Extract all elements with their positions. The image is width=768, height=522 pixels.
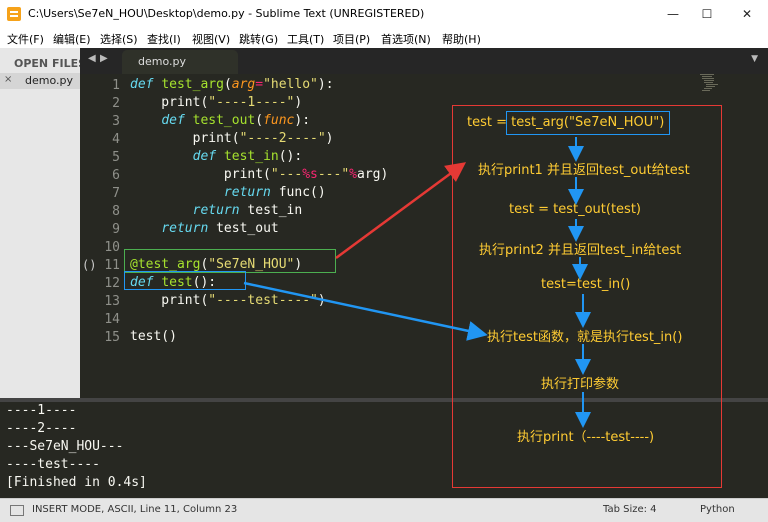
code-line-6: print("---%s---"%arg): [130, 167, 389, 182]
tab-bar: ◀ ▶ demo.py ▼: [80, 48, 768, 74]
maximize-button[interactable]: ☐: [701, 7, 713, 21]
output-line: ----2----: [6, 421, 77, 436]
window-title: C:\Users\Se7eN_HOU\Desktop\demo.py - Sub…: [28, 7, 425, 20]
code-line-4: print("----2----"): [130, 131, 334, 146]
tab-dropdown-icon[interactable]: ▼: [751, 54, 758, 64]
code-line-13: print("----test----"): [130, 293, 326, 308]
fold-marker-icon[interactable]: (): [82, 258, 97, 272]
menu-help[interactable]: 帮助(H): [442, 33, 481, 46]
tab-prev-icon[interactable]: ◀: [88, 53, 96, 64]
code-line-12: def test():: [130, 275, 217, 290]
code-line-11: @test_arg("Se7eN_HOU"): [130, 257, 303, 272]
title-bar: C:\Users\Se7eN_HOU\Desktop\demo.py - Sub…: [0, 0, 768, 29]
code-line-15: test(): [130, 329, 177, 344]
annotation-step-7: 执行打印参数: [541, 377, 620, 392]
menu-goto[interactable]: 跳转(G): [239, 33, 279, 46]
open-files-header: OPEN FILES: [14, 57, 87, 70]
line-gutter: 1 2 3 4 5 6 7 8 9 10 () 11 12 13 14 15: [80, 74, 120, 398]
decorator-highlight-box: [124, 249, 336, 273]
line-number: 10: [104, 240, 120, 255]
line-number: 1: [112, 78, 120, 93]
line-number: 5: [112, 150, 120, 165]
menu-project[interactable]: 项目(P): [333, 33, 371, 46]
sidebar-file-demo[interactable]: × demo.py: [0, 73, 80, 89]
annotation-step-5: test=test_in(): [541, 277, 631, 292]
panel-toggle-icon[interactable]: [10, 505, 24, 516]
close-button[interactable]: ✕: [741, 7, 753, 21]
menu-view[interactable]: 视图(V): [192, 33, 231, 46]
annotation-step-4: 执行print2 并且返回test_in给test: [479, 243, 682, 258]
line-number: 2: [112, 96, 120, 111]
code-line-7: return func(): [223, 185, 326, 200]
menu-file[interactable]: 文件(F): [7, 33, 44, 46]
output-line: ---Se7eN_HOU---: [6, 439, 124, 454]
output-line: ----1----: [6, 403, 77, 418]
output-line: [Finished in 0.4s]: [6, 475, 147, 490]
line-number: 15: [104, 330, 120, 345]
annotation-step-1: test = test_arg("Se7eN_HOU"): [467, 115, 665, 130]
syntax-indicator[interactable]: Python: [700, 504, 735, 515]
status-text: INSERT MODE, ASCII, Line 11, Column 23: [32, 504, 238, 515]
line-number: 3: [112, 114, 120, 129]
line-number: 12: [104, 276, 120, 291]
menu-find[interactable]: 查找(I): [147, 33, 181, 46]
output-line: ----test----: [6, 457, 100, 472]
annotation-step-6: 执行test函数，就是执行test_in(): [487, 330, 683, 345]
close-file-icon[interactable]: ×: [4, 74, 13, 85]
menu-bar: 文件(F) 编辑(E) 选择(S) 查找(I) 视图(V) 跳转(G) 工具(T…: [0, 28, 768, 48]
menu-edit[interactable]: 编辑(E): [53, 33, 91, 46]
line-number: 13: [104, 294, 120, 309]
code-line-1: def test_arg(arg="hello"):: [130, 77, 334, 92]
menu-tools[interactable]: 工具(T): [287, 33, 325, 46]
tab-demo-py[interactable]: demo.py: [122, 50, 238, 74]
line-number: 6: [112, 168, 120, 183]
tab-next-icon[interactable]: ▶: [100, 53, 108, 64]
sidebar-file-label: demo.py: [25, 74, 73, 87]
menu-selection[interactable]: 选择(S): [100, 33, 138, 46]
status-bar: INSERT MODE, ASCII, Line 11, Column 23 T…: [0, 498, 768, 522]
annotation-step-3: test = test_out(test): [509, 202, 641, 217]
annotation-step-8: 执行print（----test----): [517, 430, 655, 445]
code-line-5: def test_in():: [192, 149, 303, 164]
code-line-2: print("----1----"): [130, 95, 303, 110]
line-number: 9: [112, 222, 120, 237]
line-number: 8: [112, 204, 120, 219]
output-panel: ----1---- ----2---- ---Se7eN_HOU--- ----…: [0, 402, 768, 498]
code-line-3: def test_out(func):: [161, 113, 311, 128]
annotation-step-2: 执行print1 并且返回test_out给test: [478, 163, 690, 178]
line-number: 7: [112, 186, 120, 201]
sidebar: OPEN FILES × demo.py: [0, 48, 86, 398]
line-number: 11: [104, 258, 120, 273]
sublime-app-icon: [7, 7, 21, 21]
code-editor[interactable]: 1 2 3 4 5 6 7 8 9 10 () 11 12 13 14 15 d…: [80, 74, 768, 398]
tab-size-indicator[interactable]: Tab Size: 4: [603, 504, 657, 515]
minimize-button[interactable]: —: [667, 7, 679, 21]
minimap[interactable]: [700, 74, 730, 94]
menu-preferences[interactable]: 首选项(N): [381, 33, 431, 46]
def-test-highlight-box: [124, 271, 246, 290]
code-line-8: return test_in: [192, 203, 303, 218]
line-number: 4: [112, 132, 120, 147]
line-number: 14: [104, 312, 120, 327]
tab-label: demo.py: [138, 55, 186, 68]
panel-divider[interactable]: [0, 398, 768, 402]
code-line-9: return test_out: [161, 221, 279, 236]
step1-highlight-box: [506, 111, 670, 135]
